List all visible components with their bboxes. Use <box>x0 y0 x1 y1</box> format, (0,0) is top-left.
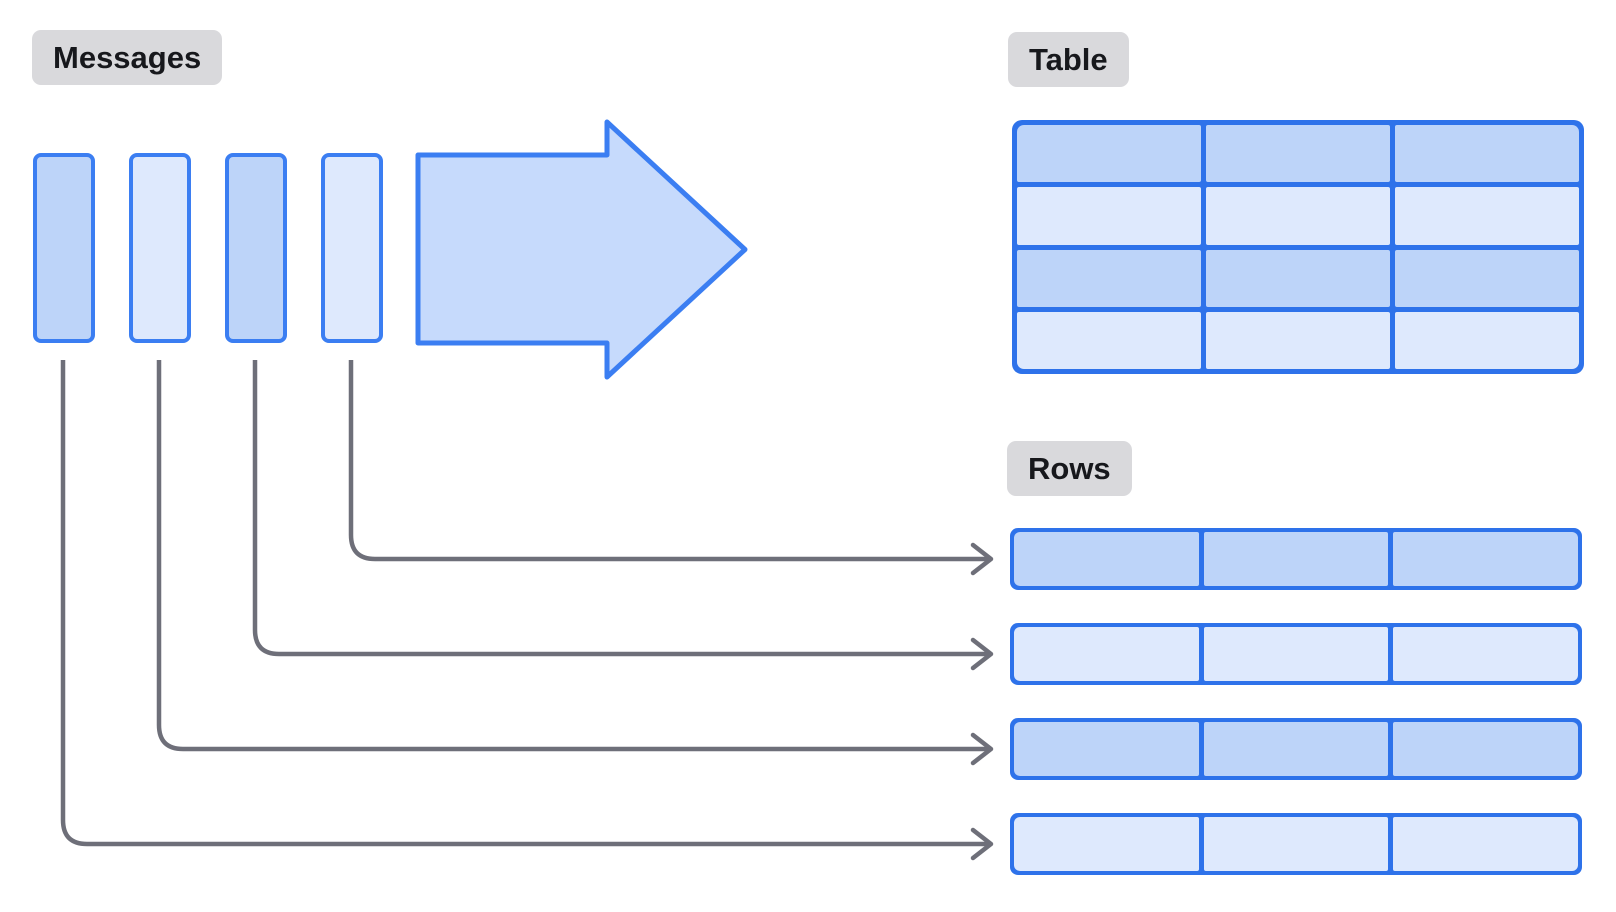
table-cell <box>1206 311 1390 369</box>
connector-line <box>252 360 989 657</box>
connector-line <box>348 360 989 562</box>
row-strip <box>1010 528 1582 590</box>
table-cell <box>1206 125 1390 183</box>
row-strip-cell <box>1393 627 1578 681</box>
row-strip-cell <box>1014 722 1199 776</box>
messages-label: Messages <box>32 30 223 85</box>
table-cell <box>1206 187 1390 245</box>
row-strip-cell <box>1393 722 1578 776</box>
row-strips <box>1010 528 1582 875</box>
message-bar <box>129 153 191 343</box>
message-bars <box>33 153 383 343</box>
connector-arrowhead-icon <box>970 732 994 766</box>
row-strip <box>1010 813 1582 875</box>
table-cell <box>1395 187 1579 245</box>
table-label: Table <box>1008 32 1129 87</box>
row-strip-cell <box>1203 627 1389 681</box>
message-bar <box>321 153 383 343</box>
row-strip-cell <box>1203 722 1389 776</box>
row-strip <box>1010 718 1582 780</box>
table-cell <box>1017 249 1201 307</box>
table-cell <box>1395 249 1579 307</box>
table-cell <box>1017 125 1201 183</box>
rows-label: Rows <box>1007 441 1132 496</box>
table-cell <box>1017 187 1201 245</box>
connector-line <box>156 360 989 752</box>
message-bar <box>33 153 95 343</box>
row-strip-cell <box>1014 627 1199 681</box>
connector-arrowhead-icon <box>970 637 994 671</box>
table-cell <box>1395 311 1579 369</box>
table-grid <box>1012 120 1584 374</box>
table-cell <box>1395 125 1579 183</box>
row-strip-cell <box>1393 817 1578 871</box>
connector-line <box>60 360 989 847</box>
row-strip-cell <box>1393 532 1578 586</box>
row-strip <box>1010 623 1582 685</box>
connector-arrowhead-icon <box>970 827 994 861</box>
row-strip-cell <box>1203 817 1389 871</box>
row-strip-cell <box>1014 532 1199 586</box>
table-cell <box>1206 249 1390 307</box>
message-bar <box>225 153 287 343</box>
row-strip-cell <box>1014 817 1199 871</box>
table-cell <box>1017 311 1201 369</box>
transform-arrow-icon <box>408 112 753 388</box>
connector-arrowhead-icon <box>970 542 994 576</box>
row-strip-cell <box>1203 532 1389 586</box>
